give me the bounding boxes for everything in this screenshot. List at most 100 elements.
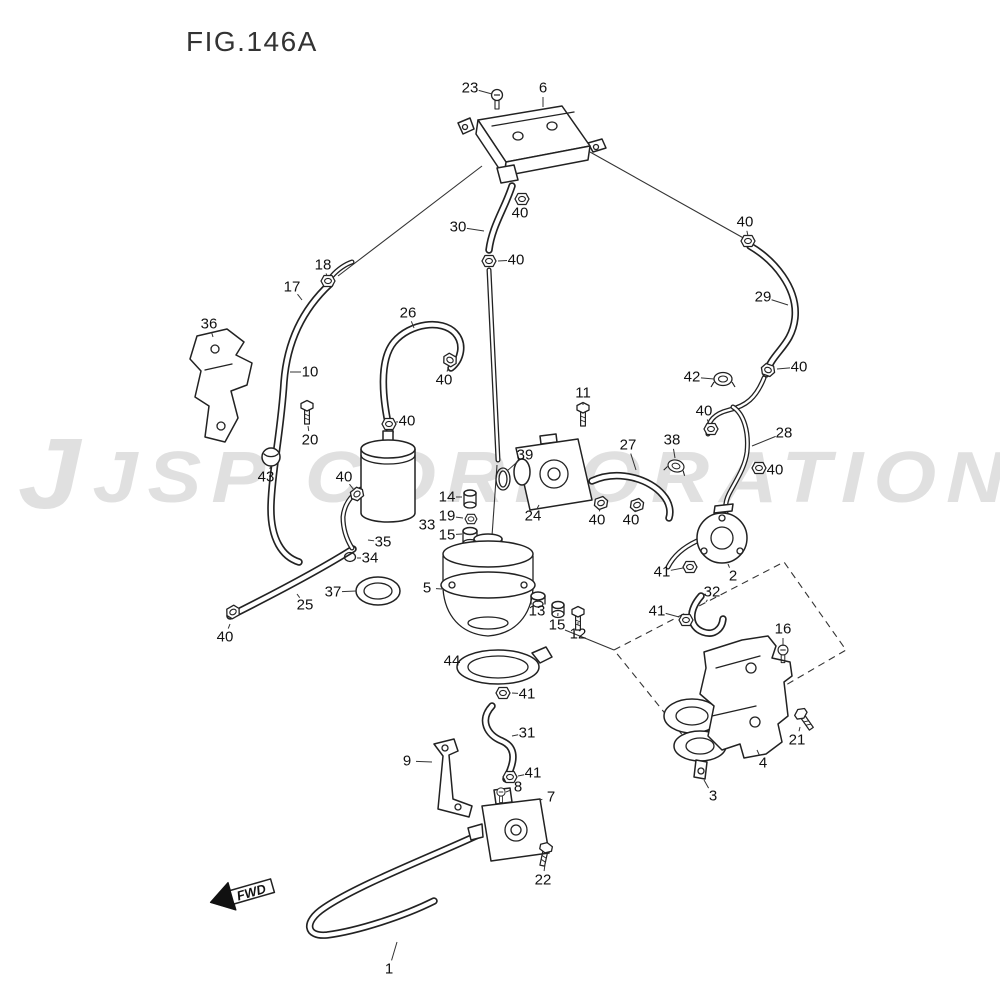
bolt-20 bbox=[300, 399, 314, 425]
part-label-15[interactable]: 15 bbox=[438, 526, 456, 544]
part-label-17[interactable]: 17 bbox=[283, 278, 301, 296]
bracket-36 bbox=[189, 328, 253, 443]
part-label-19[interactable]: 19 bbox=[438, 507, 456, 525]
dashed-install-outline bbox=[613, 561, 847, 743]
o-ring-39 bbox=[495, 467, 511, 491]
part-label-40[interactable]: 40 bbox=[435, 371, 453, 389]
leader-line bbox=[727, 563, 730, 568]
fuel-pump-7 bbox=[467, 787, 550, 862]
part-label-36[interactable]: 36 bbox=[200, 315, 218, 333]
clamp-42 bbox=[710, 371, 736, 388]
part-label-40[interactable]: 40 bbox=[588, 511, 606, 529]
part-label-6[interactable]: 6 bbox=[538, 79, 548, 97]
leader-line bbox=[341, 590, 357, 593]
leader-line bbox=[505, 790, 510, 793]
part-label-38[interactable]: 38 bbox=[663, 431, 681, 449]
part-label-21[interactable]: 21 bbox=[788, 731, 806, 749]
part-label-35[interactable]: 35 bbox=[374, 533, 392, 551]
part-label-40[interactable]: 40 bbox=[695, 402, 713, 420]
grommet-43 bbox=[261, 447, 281, 467]
part-label-44[interactable]: 44 bbox=[443, 652, 461, 670]
part-label-22[interactable]: 22 bbox=[534, 871, 552, 889]
part-label-40[interactable]: 40 bbox=[335, 468, 353, 486]
part-label-42[interactable]: 42 bbox=[683, 368, 701, 386]
part-label-28[interactable]: 28 bbox=[775, 424, 793, 442]
part-label-3[interactable]: 3 bbox=[708, 787, 718, 805]
leader-line bbox=[670, 567, 684, 571]
hose-30 bbox=[489, 186, 512, 460]
leader-line bbox=[771, 299, 789, 306]
part-label-1[interactable]: 1 bbox=[384, 960, 394, 978]
part-label-9[interactable]: 9 bbox=[402, 752, 412, 770]
part-label-14[interactable]: 14 bbox=[438, 488, 456, 506]
part-label-40[interactable]: 40 bbox=[511, 204, 529, 222]
part-label-16[interactable]: 16 bbox=[774, 620, 792, 638]
part-label-32[interactable]: 32 bbox=[703, 583, 721, 601]
leader-line bbox=[536, 504, 540, 509]
part-label-40[interactable]: 40 bbox=[507, 251, 525, 269]
hose-31 bbox=[485, 706, 513, 779]
part-label-7[interactable]: 7 bbox=[546, 788, 556, 806]
nut-40 bbox=[740, 234, 756, 248]
nut-40 bbox=[481, 254, 497, 268]
part-label-23[interactable]: 23 bbox=[461, 79, 479, 97]
part-label-40[interactable]: 40 bbox=[622, 511, 640, 529]
part-label-41[interactable]: 41 bbox=[653, 563, 671, 581]
leader-line bbox=[391, 941, 398, 961]
part-label-40[interactable]: 40 bbox=[736, 213, 754, 231]
part-label-29[interactable]: 29 bbox=[754, 288, 772, 306]
part-label-13[interactable]: 13 bbox=[528, 602, 546, 620]
leader-line bbox=[349, 483, 355, 491]
part-label-5[interactable]: 5 bbox=[422, 579, 432, 597]
nut-41 bbox=[495, 686, 511, 700]
part-label-27[interactable]: 27 bbox=[619, 436, 637, 454]
ring-44 bbox=[456, 646, 553, 685]
part-label-40[interactable]: 40 bbox=[766, 461, 784, 479]
nut-19 bbox=[464, 513, 478, 525]
leader-line bbox=[798, 726, 801, 732]
leader-line bbox=[751, 435, 776, 447]
part-label-40[interactable]: 40 bbox=[398, 412, 416, 430]
part-label-25[interactable]: 25 bbox=[296, 596, 314, 614]
part-label-41[interactable]: 41 bbox=[518, 685, 536, 703]
part-label-40[interactable]: 40 bbox=[790, 358, 808, 376]
small-fitting-14 bbox=[463, 489, 477, 509]
part-label-33[interactable]: 33 bbox=[418, 516, 436, 534]
part-label-11[interactable]: 11 bbox=[575, 384, 591, 402]
part-label-43[interactable]: 43 bbox=[257, 468, 275, 486]
part-label-41[interactable]: 41 bbox=[648, 602, 666, 620]
nut-40 bbox=[381, 417, 397, 431]
part-label-12[interactable]: 12 bbox=[569, 625, 587, 643]
part-label-18[interactable]: 18 bbox=[314, 256, 332, 274]
watermark-logo: J bbox=[18, 418, 91, 530]
leader-line bbox=[466, 227, 485, 232]
leader-line bbox=[543, 863, 546, 872]
figure-title: FIG.146A bbox=[186, 26, 318, 57]
leader-line bbox=[665, 612, 680, 618]
part-label-40[interactable]: 40 bbox=[216, 628, 234, 646]
bolt-21 bbox=[792, 705, 817, 733]
part-label-20[interactable]: 20 bbox=[301, 431, 319, 449]
part-label-10[interactable]: 10 bbox=[301, 363, 319, 381]
nut-40 bbox=[751, 461, 767, 475]
part-label-34[interactable]: 34 bbox=[361, 549, 379, 567]
screw-23 bbox=[490, 88, 504, 110]
part-label-8[interactable]: 8 bbox=[513, 778, 523, 796]
part-label-2[interactable]: 2 bbox=[728, 567, 738, 585]
leader-lines-layer bbox=[211, 89, 801, 961]
part-label-4[interactable]: 4 bbox=[758, 754, 768, 772]
leader-line bbox=[746, 230, 749, 237]
part-label-37[interactable]: 37 bbox=[324, 583, 342, 601]
pump-bracket-24 bbox=[513, 433, 593, 511]
part-label-30[interactable]: 30 bbox=[449, 218, 467, 236]
part-label-41[interactable]: 41 bbox=[524, 764, 542, 782]
part-label-39[interactable]: 39 bbox=[516, 446, 534, 464]
part-label-26[interactable]: 26 bbox=[399, 304, 417, 322]
part-label-24[interactable]: 24 bbox=[524, 507, 542, 525]
leader-line bbox=[539, 798, 543, 801]
part-label-15[interactable]: 15 bbox=[548, 616, 566, 634]
leader-line bbox=[455, 516, 464, 519]
part-label-31[interactable]: 31 bbox=[518, 724, 536, 742]
